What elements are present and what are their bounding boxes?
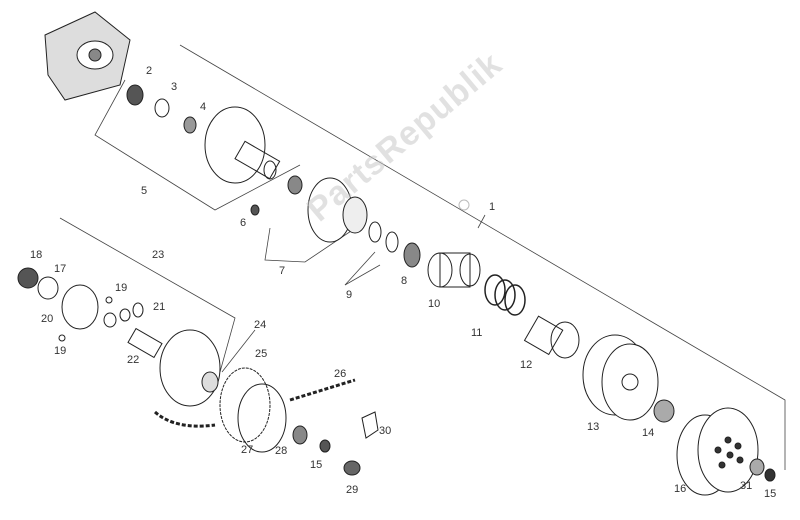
key-30 (361, 411, 379, 439)
bearing-18 (17, 267, 39, 289)
bearing-8 (403, 242, 421, 268)
part-label: 11 (471, 327, 483, 339)
part-label: 1 (489, 201, 496, 213)
part-label: 4 (200, 101, 207, 113)
part-label: 30 (379, 425, 392, 437)
seal-9b (385, 231, 399, 253)
part-label: 5 (141, 185, 148, 197)
roller-21c (132, 302, 144, 318)
sleeve-10 (427, 252, 481, 288)
clutch-bell-16 (676, 407, 759, 496)
bushing-22 (127, 327, 163, 359)
washer-24 (201, 371, 219, 393)
washer-31 (749, 458, 765, 476)
part-label: 10 (428, 298, 441, 310)
part-label: 7 (279, 265, 286, 277)
part-label: 19 (54, 345, 67, 357)
part-label: 22 (127, 354, 140, 366)
bushing-4 (183, 116, 197, 134)
roller-21a (103, 312, 117, 328)
part-label: 24 (254, 319, 267, 331)
watermark-gear-icon (458, 199, 470, 211)
part-label: 18 (30, 249, 43, 261)
part-label: 19 (115, 282, 128, 294)
slider-19a (105, 296, 113, 304)
spring-11 (484, 274, 526, 316)
ring-7a (287, 175, 303, 195)
part-label: 25 (255, 348, 268, 360)
bearing-17 (37, 276, 59, 300)
bearing-2 (126, 84, 144, 106)
fan-pulley-25-27 (219, 367, 287, 453)
part-label: 28 (275, 445, 288, 457)
part-label: 12 (520, 359, 533, 371)
fixed-pulley-5 (204, 106, 281, 184)
seal-9a (368, 221, 382, 243)
part-label: 17 (54, 263, 67, 275)
part-label: 3 (171, 81, 178, 93)
part-label: 31 (740, 480, 753, 492)
ramp-plate-20 (61, 284, 99, 330)
part-label: 2 (146, 65, 153, 77)
part-label: 9 (346, 289, 353, 301)
slider-19b (58, 334, 66, 342)
washer-14 (653, 399, 675, 423)
chain-26 (289, 378, 356, 402)
part-label: 21 (153, 301, 166, 313)
part-label: 8 (401, 275, 408, 287)
part-label: 15 (310, 459, 323, 471)
part-label: 26 (334, 368, 347, 380)
movable-half-pulley (159, 329, 221, 407)
leader-lines (59, 44, 786, 470)
movable-pulley-7 (307, 177, 368, 243)
roller-21b (119, 308, 131, 322)
gear-28 (292, 425, 308, 445)
part-label: 15 (764, 488, 777, 500)
part-label: 23 (152, 249, 165, 261)
nut-15 (764, 468, 776, 482)
part-label: 20 (41, 313, 54, 325)
part-label: 13 (587, 421, 600, 433)
part-label: 16 (674, 483, 687, 495)
part-label: 27 (241, 444, 254, 456)
part-label: 29 (346, 484, 359, 496)
sleeve-12 (523, 315, 580, 359)
belt (153, 410, 216, 428)
shaft-29 (343, 460, 361, 476)
clutch-13 (582, 334, 659, 421)
part-label: 14 (642, 427, 655, 439)
crankcase-cover (44, 11, 131, 101)
nut-6 (250, 204, 260, 216)
nut-15b (319, 439, 331, 453)
part-label: 6 (240, 217, 247, 229)
circlip-3 (154, 98, 170, 118)
